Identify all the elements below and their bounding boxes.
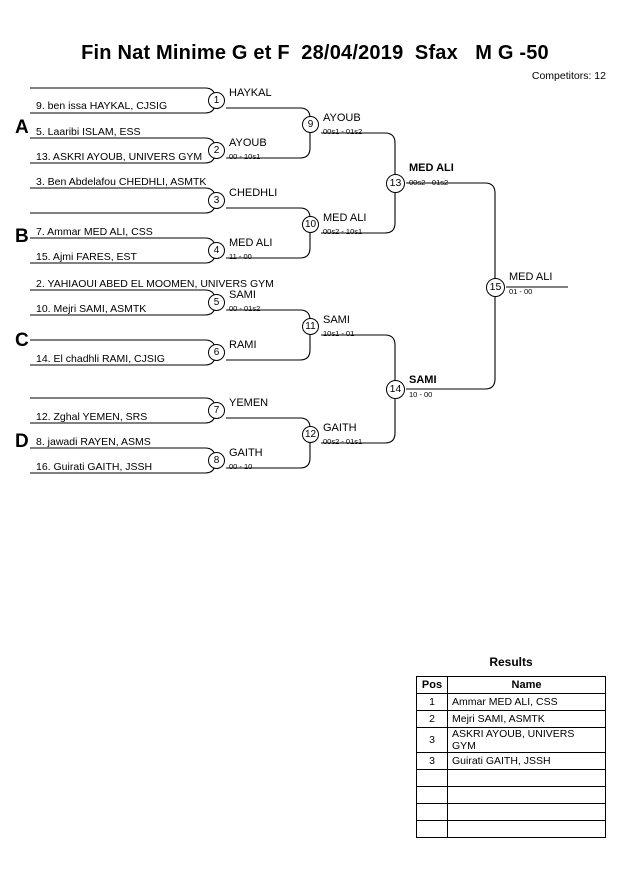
match-number-4[interactable]: 4 [208, 242, 225, 259]
seed-entry-2: 2. YAHIAOUI ABED EL MOOMEN, UNIVERS GYM [36, 278, 274, 290]
match-number-3[interactable]: 3 [208, 192, 225, 209]
table-row: 3 Guirati GAITH, JSSH [416, 752, 606, 770]
match-winner-10: MED ALI [323, 212, 367, 224]
seed-entry-14: 14. El chadhli RAMI, CJSIG [36, 353, 165, 365]
results-title: Results [489, 655, 533, 669]
table-row: 3 ASKRI AYOUB, UNIVERS GYM [416, 727, 606, 753]
result-name [447, 820, 606, 838]
results-col-name: Name [447, 676, 606, 694]
result-pos [416, 786, 448, 804]
table-row [416, 820, 606, 838]
result-name: ASKRI AYOUB, UNIVERS GYM [447, 727, 606, 753]
match-winner-4: MED ALI [229, 237, 273, 249]
match-winner-14: SAMI [409, 374, 437, 386]
match-winner-3: CHEDHLI [229, 187, 278, 199]
table-row: 1 Ammar MED ALI, CSS [416, 693, 606, 711]
match-winner-12: GAITH [323, 422, 357, 434]
seed-entry-9: 9. ben issa HAYKAL, CJSIG [36, 100, 168, 112]
match-number-2[interactable]: 2 [208, 142, 225, 159]
match-winner-8: GAITH [229, 447, 263, 459]
match-score-12: 00s2 - 01s1 [323, 437, 363, 446]
result-name: Ammar MED ALI, CSS [447, 693, 606, 711]
match-score-10: 00s2 - 10s1 [323, 227, 363, 236]
table-row [416, 803, 606, 821]
match-winner-7: YEMEN [229, 397, 269, 409]
match-score-9: 00s1 - 01s2 [323, 127, 363, 136]
result-name: Mejri SAMI, ASMTK [447, 710, 606, 728]
competitors-count: Competitors: 12 [531, 70, 606, 82]
match-number-13[interactable]: 13 [386, 174, 405, 193]
result-pos: 2 [416, 710, 448, 728]
match-winner-13: MED ALI [409, 162, 454, 174]
result-name: Guirati GAITH, JSSH [447, 752, 606, 770]
match-number-8[interactable]: 8 [208, 452, 225, 469]
match-score-13: 00s2 - 01s2 [409, 178, 449, 187]
seed-entry-12: 12. Zghal YEMEN, SRS [36, 411, 148, 423]
results-header-row: Pos Name [416, 676, 606, 694]
match-number-9[interactable]: 9 [302, 116, 319, 133]
match-score-2: 00 - 10s1 [229, 152, 261, 161]
seed-entry-10: 10. Mejri SAMI, ASMTK [36, 303, 147, 315]
seed-entry-15: 15. Ajmi FARES, EST [36, 251, 137, 263]
match-number-1[interactable]: 1 [208, 92, 225, 109]
match-score-11: 10s1 - 01 [323, 329, 355, 338]
match-score-4: 11 - 00 [229, 252, 252, 261]
match-winner-9: AYOUB [323, 112, 361, 124]
seed-entry-3: 3. Ben Abdelafou CHEDHLI, ASMTK [36, 176, 207, 188]
group-label-c: C [15, 330, 29, 351]
match-score-14: 10 - 00 [409, 390, 433, 399]
seed-entry-16: 16. Guirati GAITH, JSSH [36, 461, 153, 473]
group-label-d: D [15, 431, 29, 452]
match-number-15[interactable]: 15 [486, 278, 505, 297]
match-score-15: 01 - 00 [509, 287, 533, 296]
seed-entry-7: 7. Ammar MED ALI, CSS [36, 226, 153, 238]
result-pos: 1 [416, 693, 448, 711]
results-table: Pos Name 1 Ammar MED ALI, CSS 2 Mejri SA… [416, 676, 606, 838]
match-winner-15: MED ALI [509, 271, 553, 283]
page-title: Fin Nat Minime G et F 28/04/2019 Sfax M … [81, 42, 549, 64]
group-label-b: B [15, 226, 29, 247]
match-number-5[interactable]: 5 [208, 294, 225, 311]
table-row [416, 786, 606, 804]
seed-entry-8: 8. jawadi RAYEN, ASMS [36, 436, 151, 448]
table-row: 2 Mejri SAMI, ASMTK [416, 710, 606, 728]
match-winner-2: AYOUB [229, 137, 267, 149]
match-score-8: 00 - 10 [229, 462, 253, 471]
result-pos: 3 [416, 752, 448, 770]
match-number-10[interactable]: 10 [302, 216, 319, 233]
result-pos [416, 803, 448, 821]
result-pos [416, 769, 448, 787]
match-number-12[interactable]: 12 [302, 426, 319, 443]
seed-entry-13: 13. ASKRI AYOUB, UNIVERS GYM [36, 151, 203, 163]
seed-entry-5: 5. Laaribi ISLAM, ESS [36, 126, 141, 138]
match-number-11[interactable]: 11 [302, 318, 319, 335]
match-number-14[interactable]: 14 [386, 380, 405, 399]
result-name [447, 786, 606, 804]
result-pos: 3 [416, 727, 448, 753]
match-winner-5: SAMI [229, 289, 256, 301]
match-number-6[interactable]: 6 [208, 344, 225, 361]
result-name [447, 803, 606, 821]
group-label-a: A [15, 117, 29, 138]
match-winner-6: RAMI [229, 339, 257, 351]
table-row [416, 769, 606, 787]
results-col-pos: Pos [416, 676, 448, 694]
match-winner-11: SAMI [323, 314, 350, 326]
match-score-5: 00 - 01s2 [229, 304, 261, 313]
result-name [447, 769, 606, 787]
match-winner-1: HAYKAL [229, 87, 272, 99]
result-pos [416, 820, 448, 838]
match-number-7[interactable]: 7 [208, 402, 225, 419]
